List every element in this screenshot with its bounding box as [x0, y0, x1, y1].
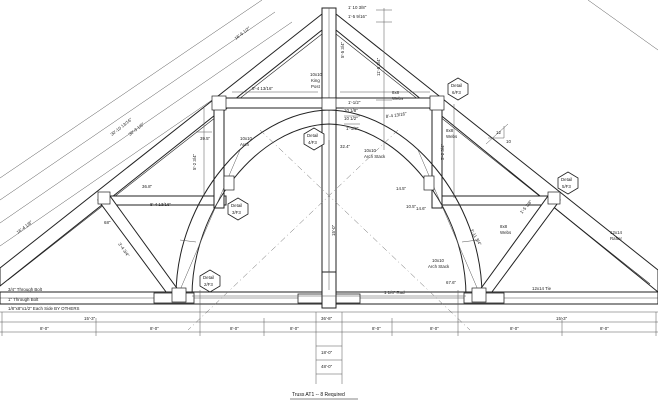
svg-text:6/F3: 6/F3 [452, 90, 461, 95]
webs-label-1: Webs [392, 96, 404, 101]
detail-callouts: Detail 6/F3 Detail 4/F3 Detail 3/F3 Deta… [199, 77, 579, 293]
svg-text:14.6": 14.6" [416, 206, 427, 211]
svg-text:1'-1/2": 1'-1/2" [348, 100, 361, 105]
svg-text:11'-5 3/4": 11'-5 3/4" [376, 57, 381, 76]
webs-size-3: 8x8 [500, 224, 508, 229]
detail-4-f3: Detail 4/F3 [303, 127, 325, 151]
svg-text:15'-0": 15'-0" [331, 224, 336, 236]
svg-text:5'-2 3/4": 5'-2 3/4" [440, 143, 445, 160]
rafter-size: 12x14 [610, 230, 623, 235]
svg-text:18'-0": 18'-0" [321, 350, 333, 355]
detail-5-f3: Detail 5/F3 [557, 171, 579, 195]
svg-text:1'-5 9/16": 1'-5 9/16" [348, 14, 367, 19]
svg-text:36'-8": 36'-8" [321, 316, 333, 321]
arch-stack-size: 10x10 [364, 148, 377, 153]
svg-text:3'-4 3/4": 3'-4 3/4" [117, 242, 131, 258]
svg-text:2/F3: 2/F3 [204, 282, 213, 287]
member-labels: 10x10 King Post 10x10 Arch 10x10 Arch St… [8, 72, 623, 311]
arch-stack-label: Arch Stack [364, 154, 386, 159]
svg-text:48'-0": 48'-0" [321, 364, 333, 369]
construction-lines [179, 129, 479, 331]
svg-text:1' 10 3/8": 1' 10 3/8" [348, 5, 367, 10]
arch-size: 10x10 [240, 136, 253, 141]
rod-label: 1 1/4" Rod [384, 290, 405, 295]
svg-text:4/F3: 4/F3 [308, 140, 317, 145]
webs-label-2: Webs [446, 134, 458, 139]
by-others-note: 1/8"x8"x1/2" Each Side BY OTHERS [8, 306, 80, 311]
slope-rise: 12 [496, 130, 501, 135]
svg-text:68": 68" [104, 220, 111, 225]
svg-text:Detail: Detail [307, 133, 318, 138]
svg-text:8'-0": 8'-0" [290, 326, 299, 331]
detail-2-f3: Detail 2/F3 [199, 269, 221, 293]
detail-6-f3: Detail 6/F3 [447, 77, 469, 101]
svg-text:10.5": 10.5" [406, 204, 417, 209]
svg-text:8'-4 13/16": 8'-4 13/16" [150, 202, 171, 207]
svg-text:36.8": 36.8" [142, 184, 153, 189]
through-bolt-b: 1" Through Bolt [8, 297, 39, 302]
arch-stack-low-size: 10x10 [432, 258, 445, 263]
svg-text:8'-0": 8'-0" [150, 326, 159, 331]
svg-text:Detail: Detail [561, 177, 572, 182]
arch-stack-low-label: Arch Stack [428, 264, 450, 269]
svg-text:10 1/2": 10 1/2" [344, 116, 358, 121]
svg-text:1'-1/2": 1'-1/2" [346, 126, 359, 131]
right-rafter [335, 12, 658, 293]
svg-text:8'-4 13/16": 8'-4 13/16" [385, 111, 407, 119]
svg-text:14.5": 14.5" [396, 186, 407, 191]
svg-text:8'-0": 8'-0" [372, 326, 381, 331]
webs-size-2: 8x8 [446, 128, 454, 133]
svg-text:67.6": 67.6" [446, 280, 457, 285]
webs-size-1: 8x8 [392, 90, 400, 95]
svg-text:5'-2 3/4": 5'-2 3/4" [192, 153, 197, 170]
through-bolt-a: 3/4" Through Bolt [8, 287, 43, 292]
svg-text:Detail: Detail [203, 275, 214, 280]
svg-text:8'-0": 8'-0" [510, 326, 519, 331]
webs-label-3: Webs [500, 230, 512, 235]
rafter-label: Rafter [610, 236, 622, 241]
svg-text:8'-0": 8'-0" [430, 326, 439, 331]
svg-text:5/F3: 5/F3 [562, 184, 571, 189]
svg-text:2'-11 3/4": 2'-11 3/4" [469, 228, 483, 247]
svg-text:30'-3 1/6": 30'-3 1/6" [128, 121, 146, 137]
slope-indicator: 12 10 [485, 123, 511, 145]
svg-text:8'-4 13/16": 8'-4 13/16" [252, 86, 273, 91]
svg-text:16'-6 1/2": 16'-6 1/2" [234, 25, 252, 41]
svg-text:3/F3: 3/F3 [232, 210, 241, 215]
king-post-label-1: King [311, 78, 320, 83]
arch-label: Arch [240, 142, 250, 147]
svg-text:39.5": 39.5" [200, 136, 211, 141]
kingpost-dimension-lines [196, 8, 455, 198]
connection-plates [97, 95, 561, 303]
svg-text:5'-5 3/4": 5'-5 3/4" [340, 41, 345, 58]
drawing-title: Truss AT1 -- 8 Required [290, 392, 358, 400]
svg-text:10 1/8": 10 1/8" [344, 108, 358, 113]
svg-text:Detail: Detail [231, 203, 242, 208]
tie-label: 12x14 Tie [532, 286, 552, 291]
bottom-tie [0, 271, 658, 309]
svg-text:Detail: Detail [451, 83, 462, 88]
svg-text:15'-3": 15'-3" [556, 316, 568, 321]
svg-text:8'-0": 8'-0" [230, 326, 239, 331]
base-dimension-lines [0, 290, 658, 384]
slope-run: 10 [506, 139, 511, 144]
svg-text:8'-0": 8'-0" [40, 326, 49, 331]
svg-text:8'-0": 8'-0" [600, 326, 609, 331]
king-post-label-2: Post [311, 84, 321, 89]
title-text: Truss AT1 -- 8 Required [292, 392, 345, 398]
detail-3-f3: Detail 3/F3 [227, 197, 249, 221]
svg-text:16'-4 1/8": 16'-4 1/8" [16, 219, 34, 235]
king-post-size: 10x10 [310, 72, 323, 77]
left-rafter [0, 12, 323, 287]
svg-text:15'-3": 15'-3" [84, 316, 96, 321]
svg-text:32.4": 32.4" [340, 144, 351, 149]
